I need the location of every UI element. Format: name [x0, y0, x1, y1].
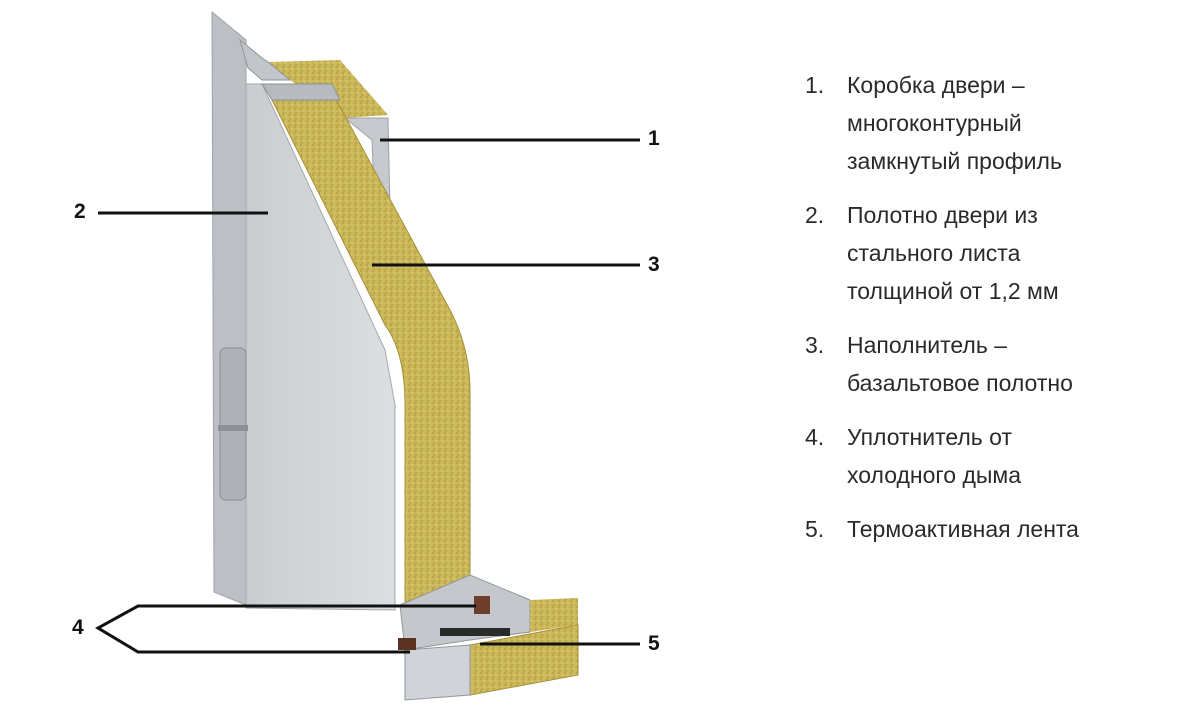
legend-text: Термоактивная лента: [847, 516, 1079, 542]
legend-item: 5. Термоактивная лента: [805, 510, 1185, 548]
callout-number-5: 5: [648, 632, 660, 655]
callout-number-2: 2: [74, 200, 86, 223]
legend-text: Коробка двери – многоконтурный замкнутый…: [847, 72, 1062, 174]
frame-left-edge: [211, 10, 247, 606]
door-edge-profile: [261, 83, 341, 101]
legend-text: Полотно двери из стального листа толщино…: [847, 202, 1059, 304]
legend-text: Уплотнитель от холодного дыма: [847, 424, 1022, 488]
legend-number: 1.: [805, 72, 825, 98]
legend-text: Наполнитель – базальтовое полотно: [847, 332, 1073, 396]
legend-number: 4.: [805, 424, 825, 450]
hinge: [219, 347, 247, 501]
callout-number-1: 1: [648, 127, 660, 150]
legend-number: 3.: [805, 332, 825, 358]
legend-number: 2.: [805, 202, 825, 228]
legend-item: 4. Уплотнитель от холодного дыма: [805, 418, 1185, 494]
legend: 1. Коробка двери – многоконтурный замкну…: [805, 66, 1185, 564]
callout-number-4: 4: [72, 616, 84, 639]
legend-item: 3. Наполнитель – базальтовое полотно: [805, 326, 1185, 402]
smoke-seal: [474, 596, 490, 614]
door-cutaway-diagram: [94, 10, 640, 701]
frame-bottom-right-insulation: [530, 598, 578, 632]
hinge-knuckle: [218, 425, 248, 431]
frame-top-profile: [239, 38, 292, 81]
callout-line-4: [94, 604, 476, 654]
legend-item: 1. Коробка двери – многоконтурный замкну…: [805, 66, 1185, 180]
legend-number: 5.: [805, 516, 825, 542]
smoke-seal-lower: [398, 638, 416, 650]
callout-number-3: 3: [648, 253, 660, 276]
legend-item: 2. Полотно двери из стального листа толщ…: [805, 196, 1185, 310]
frame-bottom-box: [404, 644, 471, 701]
thermoactive-tape: [440, 628, 510, 636]
